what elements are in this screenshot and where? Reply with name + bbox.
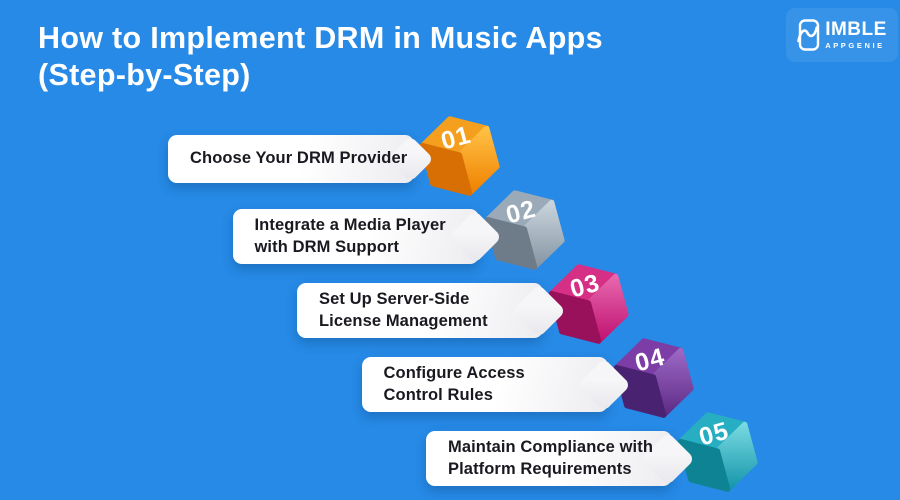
step-cube: 03 [537,253,641,357]
step-card: Maintain Compliance with Platform Requir… [426,431,672,486]
step-card: Configure Access Control Rules [361,357,608,412]
cube-3d-icon: 02 [484,190,565,270]
brand-word-main: IMBLE [825,19,887,41]
page-title: How to Implement DRM in Music Apps (Step… [38,21,603,93]
step-card: Set Up Server-Side License Management [297,283,543,338]
step-item: 01 Choose Your DRM Provider [168,116,528,245]
step-label: Configure Access Control Rules [383,364,525,404]
cube-3d-icon: 05 [677,412,758,492]
step-cube: 02 [473,179,577,283]
step-cube: 01 [408,105,512,209]
step-label: Maintain Compliance with Platform Requir… [448,438,654,478]
step-item: 04 Configure Access Control Rules [361,338,722,467]
step-cube: 05 [666,401,770,500]
brand-logo: IMBLE APPGENIE [786,8,898,62]
brand-word-sub: APPGENIE [825,41,885,51]
nimble-phone-icon [797,19,820,51]
brand-logo-text: IMBLE APPGENIE [825,20,887,50]
step-label: Set Up Server-Side License Management [319,290,488,330]
cube-3d-icon: 03 [548,264,629,344]
step-item: 02 Integrate a Media Player with DRM Sup… [232,190,593,319]
step-item: 05 Maintain Compliance with Platform Req… [426,412,786,500]
step-label: Choose Your DRM Provider [190,149,408,168]
step-card: Choose Your DRM Provider [168,135,414,183]
cube-3d-icon: 01 [419,116,500,196]
step-card: Integrate a Media Player with DRM Suppor… [232,209,479,264]
step-item: 03 Set Up Server-Side License Management [297,264,657,393]
step-label: Integrate a Media Player with DRM Suppor… [254,216,446,256]
